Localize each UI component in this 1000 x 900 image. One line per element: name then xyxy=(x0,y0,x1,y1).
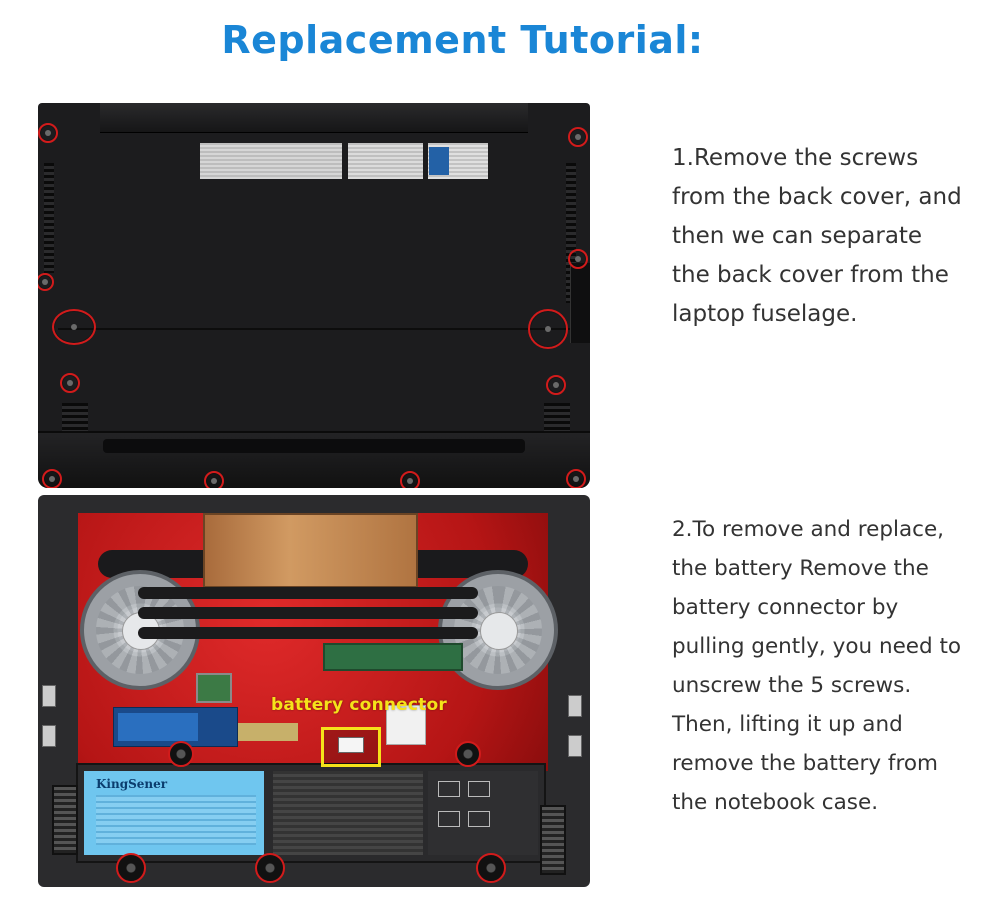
screw-marker xyxy=(566,469,586,488)
page-title: Replacement Tutorial: xyxy=(221,18,704,62)
screw-marker xyxy=(60,373,80,393)
screw-marker xyxy=(476,853,506,883)
step-2-text: 2.To remove and replace, the battery Rem… xyxy=(672,517,962,815)
side-port xyxy=(568,735,582,757)
regulatory-label xyxy=(200,143,342,179)
screw-marker xyxy=(38,123,58,143)
screw-marker xyxy=(38,273,54,291)
ram-slot xyxy=(323,643,463,671)
heat-pipe xyxy=(138,627,478,639)
vent-grille xyxy=(44,163,54,273)
screw-marker xyxy=(455,741,481,767)
side-port-block xyxy=(570,263,590,343)
step-1-text: 1.Remove the screws from the back cover,… xyxy=(672,145,962,327)
screw-marker xyxy=(400,471,420,488)
side-port xyxy=(568,695,582,717)
screw-marker xyxy=(52,309,96,345)
battery-connector-highlight xyxy=(321,727,381,767)
windows-logo-icon xyxy=(429,147,449,175)
screw-marker xyxy=(546,375,566,395)
screw-marker xyxy=(568,127,588,147)
battery-spec-text xyxy=(96,795,256,845)
heat-pipe xyxy=(138,587,478,599)
li-ion-icon xyxy=(468,811,490,827)
ribbon-cable xyxy=(238,723,298,741)
heat-pipe xyxy=(138,607,478,619)
battery-connector xyxy=(338,737,364,753)
side-port xyxy=(42,725,56,747)
chipset xyxy=(196,673,232,703)
battery-pack: KingSener xyxy=(76,763,546,863)
ce-mark-icon xyxy=(438,781,460,797)
panel-seam xyxy=(58,328,570,330)
back-cover-hinge-lip xyxy=(100,103,528,133)
battery-caution-label xyxy=(273,771,423,855)
screw-marker xyxy=(255,853,285,883)
rubber-foot xyxy=(103,439,525,453)
screw-marker xyxy=(42,469,62,488)
side-port xyxy=(42,685,56,707)
wifi-card xyxy=(386,705,426,745)
back-cover-photo xyxy=(38,103,590,488)
serial-label xyxy=(348,143,423,179)
vent-grille xyxy=(566,163,576,303)
screw-marker xyxy=(204,471,224,488)
screw-marker xyxy=(568,249,588,269)
ssd-label xyxy=(118,713,198,741)
screw-marker xyxy=(528,309,568,349)
screw-marker xyxy=(116,853,146,883)
battery-certification-icons xyxy=(428,771,538,855)
crossed-bin-icon xyxy=(438,811,460,827)
screw-marker xyxy=(168,741,194,767)
speaker-left xyxy=(52,785,78,855)
battery-brand-panel: KingSener xyxy=(84,771,264,855)
battery-brand: KingSener xyxy=(96,777,168,791)
laptop-internals-photo: KingSener battery connector xyxy=(38,495,590,887)
speaker-right xyxy=(540,805,566,875)
battery-connector-label: battery connector xyxy=(271,695,447,715)
copper-heat-spreader xyxy=(203,513,418,588)
recycle-icon xyxy=(468,781,490,797)
